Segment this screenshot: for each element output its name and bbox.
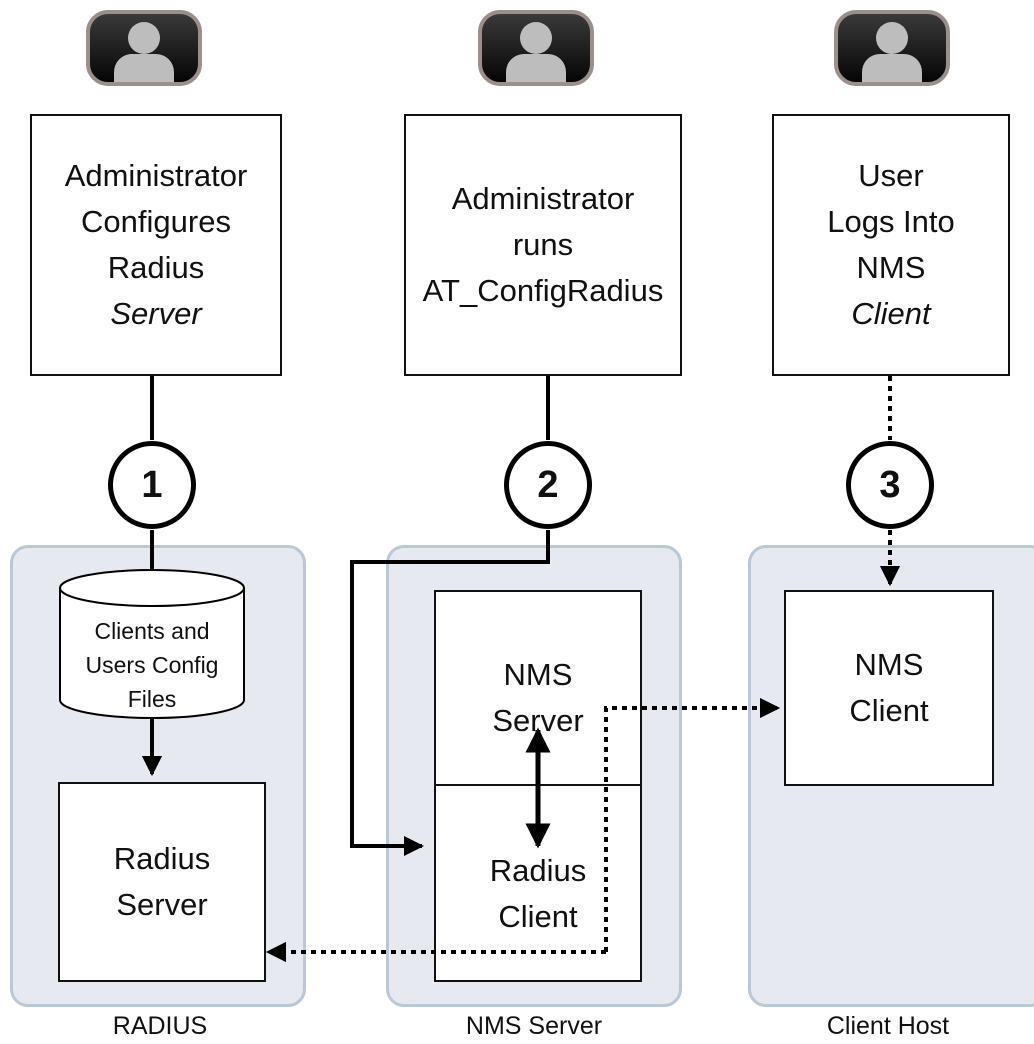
text-line: Files (127, 686, 177, 712)
text-line: Radius (489, 853, 587, 888)
zone-label-radius: RADIUS (112, 1012, 208, 1040)
text-line: Clients and (94, 618, 210, 644)
text-line-italic: Client (851, 296, 931, 331)
arrow-step2-to-radius-client (350, 530, 550, 856)
text-line-italic: Server (110, 296, 202, 331)
text-line: Administrator (451, 181, 635, 216)
text-line: Administrator (64, 158, 248, 193)
nms-client-box: NMS Client (784, 590, 994, 786)
text-line: runs (512, 227, 574, 262)
text-line: Users Config (85, 652, 219, 678)
text-line: Server (116, 887, 208, 922)
text-line: Client (849, 693, 929, 728)
text-line: NMS (856, 250, 926, 285)
nms-server-box: NMS Server (434, 590, 642, 786)
text-line: Radius (113, 841, 211, 876)
admin-runs-configradius-box: Administrator runs AT_ConfigRadius (404, 114, 682, 376)
config-files-label: Clients and Users Config Files (62, 614, 242, 716)
user-avatar-icon (86, 10, 202, 86)
text-line: AT_ConfigRadius (422, 273, 664, 308)
step-3-circle: 3 (846, 441, 934, 529)
admin-configures-radius-box: Administrator Configures Radius Server (30, 114, 282, 376)
user-avatar-icon (834, 10, 950, 86)
zone-label-nms-server: NMS Server (465, 1012, 603, 1040)
text-line: Radius (107, 250, 205, 285)
zone-label-client-host: Client Host (826, 1012, 950, 1040)
text-line: Logs Into (827, 204, 955, 239)
text-line: Client (498, 899, 578, 934)
dotted-link-overlay (604, 698, 780, 952)
user-avatar-icon (478, 10, 594, 86)
text-line: User (858, 158, 924, 193)
step-2-circle: 2 (504, 441, 592, 529)
text-line: NMS (503, 657, 573, 692)
step-1-circle: 1 (108, 441, 196, 529)
radius-server-box: Radius Server (58, 782, 266, 982)
text-line: NMS (854, 647, 924, 682)
text-line: Configures (81, 204, 231, 239)
user-logs-into-nms-box: User Logs Into NMS Client (772, 114, 1010, 376)
